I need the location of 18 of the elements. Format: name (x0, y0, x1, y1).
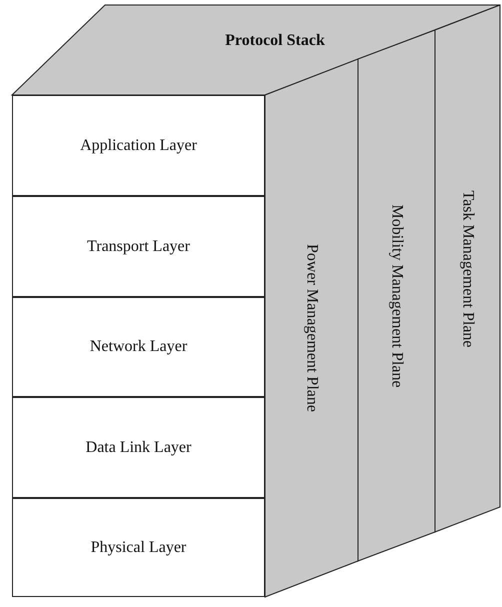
plane-band (435, 5, 500, 532)
plane-label: Mobility Management Plane (388, 204, 406, 388)
layer-box (12, 498, 265, 597)
stack-title: Protocol Stack (225, 32, 325, 50)
layer-label: Application Layer (80, 136, 197, 154)
plane-band (265, 59, 358, 597)
layer-label: Physical Layer (90, 538, 186, 556)
layer-label: Data Link Layer (86, 438, 192, 456)
layer-box (12, 95, 265, 196)
top-face (12, 5, 500, 95)
layer-box (12, 397, 265, 498)
plane-band (358, 30, 435, 561)
layer-box (12, 297, 265, 397)
layer-box (12, 196, 265, 297)
plane-label: Power Management Plane (302, 244, 320, 412)
layer-label: Network Layer (90, 338, 188, 356)
plane-label: Task Management Plane (458, 190, 476, 348)
layer-label: Transport Layer (87, 238, 190, 256)
